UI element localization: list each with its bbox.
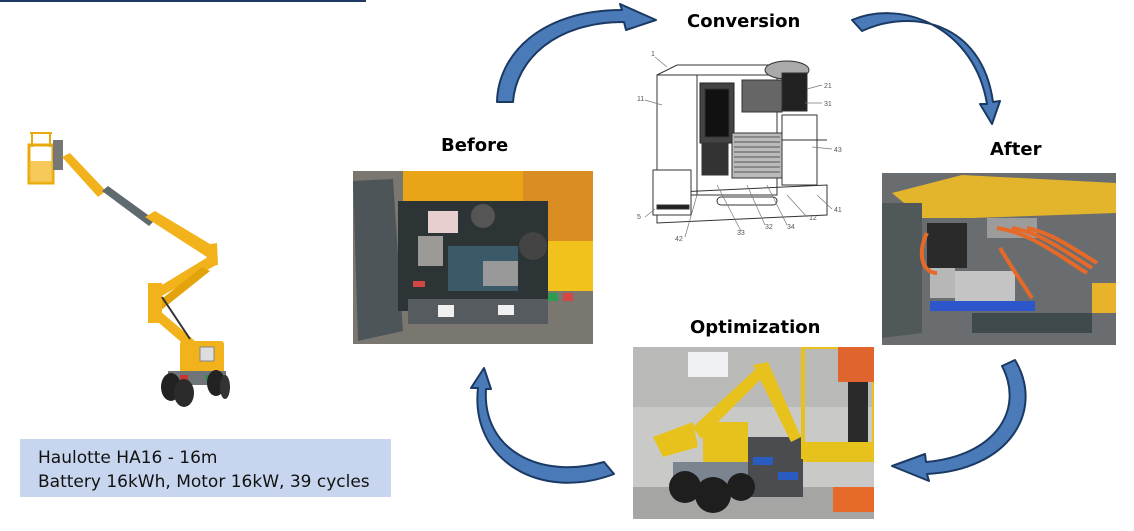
curved-arrow-icon — [496, 3, 657, 103]
drawing-label: 33 — [737, 230, 745, 237]
optimization-photo — [633, 347, 874, 519]
curved-arrow-icon — [891, 359, 1027, 482]
curved-arrow-icon — [470, 367, 615, 484]
machine-spec-box: Haulotte HA16 - 16m Battery 16kWh, Motor… — [20, 439, 391, 497]
drawing-label: 5 — [637, 214, 641, 221]
drawing-label: 41 — [834, 207, 842, 214]
drawing-label: 31 — [824, 101, 832, 108]
conversion-drawing: 1 11 21 31 43 41 12 34 32 33 42 5 — [637, 45, 860, 245]
drawing-label: 21 — [824, 83, 832, 90]
drawing-label: 1 — [651, 51, 655, 58]
basket — [27, 132, 63, 185]
machine-model-text: Haulotte HA16 - 16m — [38, 448, 218, 468]
machine-specs-text: Battery 16kWh, Motor 16kW, 39 cycles — [38, 472, 370, 492]
drawing-label: 42 — [675, 236, 683, 243]
stage-title-conversion: Conversion — [687, 11, 801, 32]
drawing-label: 34 — [787, 224, 795, 231]
drawing-label: 32 — [765, 224, 773, 231]
top-rule-divider — [0, 0, 366, 2]
after-photo — [882, 173, 1116, 345]
curved-arrow-icon — [851, 12, 1001, 125]
drawing-label: 11 — [637, 96, 644, 103]
drawing-label: 12 — [809, 215, 817, 222]
drawing-label: 43 — [834, 147, 842, 154]
stage-title-after: After — [990, 139, 1042, 160]
machine-image — [20, 125, 230, 410]
stage-title-optimization: Optimization — [690, 317, 821, 338]
stage-title-before: Before — [441, 135, 509, 156]
before-photo — [353, 171, 593, 344]
